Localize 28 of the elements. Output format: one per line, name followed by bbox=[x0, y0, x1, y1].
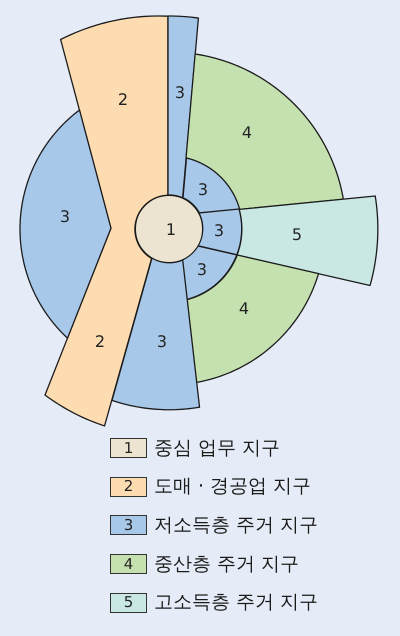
legend-number: 2 bbox=[124, 479, 134, 494]
zone-number: 3 bbox=[156, 334, 168, 350]
zone-number: 3 bbox=[198, 182, 208, 198]
sector-zone bbox=[186, 254, 320, 384]
legend-label: 중산층 주거 지구 bbox=[154, 554, 300, 574]
zone-number: 4 bbox=[242, 124, 252, 141]
zone-number: 3 bbox=[196, 262, 208, 278]
sector-zone bbox=[167, 15, 200, 199]
zone-number: 3 bbox=[60, 208, 70, 225]
sector-zone bbox=[44, 14, 169, 427]
legend-number: 4 bbox=[124, 556, 134, 572]
zone-number: 5 bbox=[292, 226, 302, 243]
zone-number: 1 bbox=[166, 222, 176, 238]
zone-number: 4 bbox=[238, 300, 250, 317]
sector-zone bbox=[185, 52, 344, 210]
zone-number: 3 bbox=[174, 84, 186, 101]
zone-number: 2 bbox=[118, 92, 128, 108]
legend-number: 3 bbox=[124, 518, 134, 533]
sector-zone bbox=[182, 157, 240, 214]
legend-label: 저소득층 주거 지구 bbox=[154, 516, 318, 535]
zone-number: 3 bbox=[214, 222, 224, 239]
legend-label: 도매 · 경공업 지구 bbox=[154, 477, 312, 496]
zone-number: 2 bbox=[94, 334, 106, 350]
legend-number: 1 bbox=[124, 440, 134, 456]
sector-zone bbox=[236, 195, 379, 287]
legend-label: 중심 업무 지구 bbox=[154, 438, 280, 458]
legend-label: 고소득층 주거 지구 bbox=[154, 593, 318, 612]
legend-number: 5 bbox=[124, 595, 134, 610]
